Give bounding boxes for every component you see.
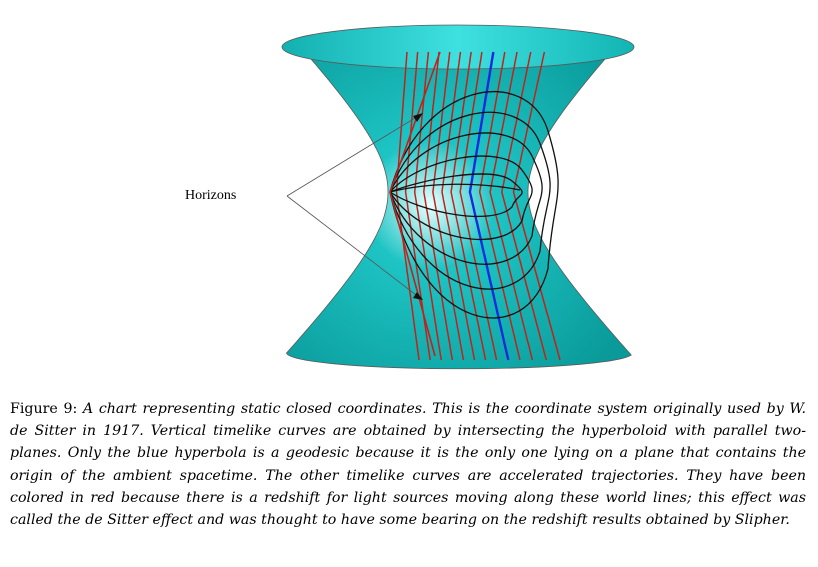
timelike-curve bbox=[512, 51, 561, 361]
horizons-label: Horizons bbox=[185, 188, 236, 203]
hyperboloid-top-rim bbox=[281, 24, 635, 70]
horizons-annotation: Horizons bbox=[185, 113, 423, 300]
coordinate-curve bbox=[389, 183, 521, 193]
coordinate-curves bbox=[389, 51, 561, 361]
arrowhead-upper bbox=[413, 113, 423, 122]
timelike-curve bbox=[489, 51, 534, 361]
coordinate-curve bbox=[389, 173, 523, 218]
geodesic-curve bbox=[468, 51, 510, 361]
timelike-curve bbox=[395, 51, 420, 361]
pointer-line-lower bbox=[286, 195, 421, 299]
hyperboloid-figure: Horizons bbox=[185, 24, 635, 370]
timelike-curve bbox=[432, 51, 465, 361]
coordinate-curve bbox=[389, 155, 533, 241]
caption-label: Figure 9: bbox=[10, 401, 78, 417]
timelike-curve bbox=[423, 51, 454, 361]
coordinate-curve bbox=[389, 91, 559, 319]
coordinate-curve bbox=[389, 132, 543, 265]
horizon-line bbox=[389, 191, 436, 357]
hyperboloid-diagram: Horizons bbox=[185, 24, 635, 370]
figure-caption: Figure 9: A chart representing static cl… bbox=[10, 398, 806, 531]
arrowhead-lower bbox=[413, 292, 423, 300]
timelike-curve bbox=[501, 51, 548, 361]
coordinate-curve bbox=[389, 111, 551, 290]
timelike-curve bbox=[413, 51, 443, 361]
pointer-line-upper bbox=[286, 114, 421, 197]
horizon-line bbox=[389, 51, 441, 193]
caption-text: A chart representing static closed coord… bbox=[10, 401, 806, 529]
timelike-curve bbox=[459, 51, 498, 361]
timelike-curve bbox=[450, 51, 487, 361]
hyperboloid-surface bbox=[286, 46, 632, 370]
timelike-curve bbox=[478, 51, 521, 361]
timelike-curve bbox=[441, 51, 476, 361]
